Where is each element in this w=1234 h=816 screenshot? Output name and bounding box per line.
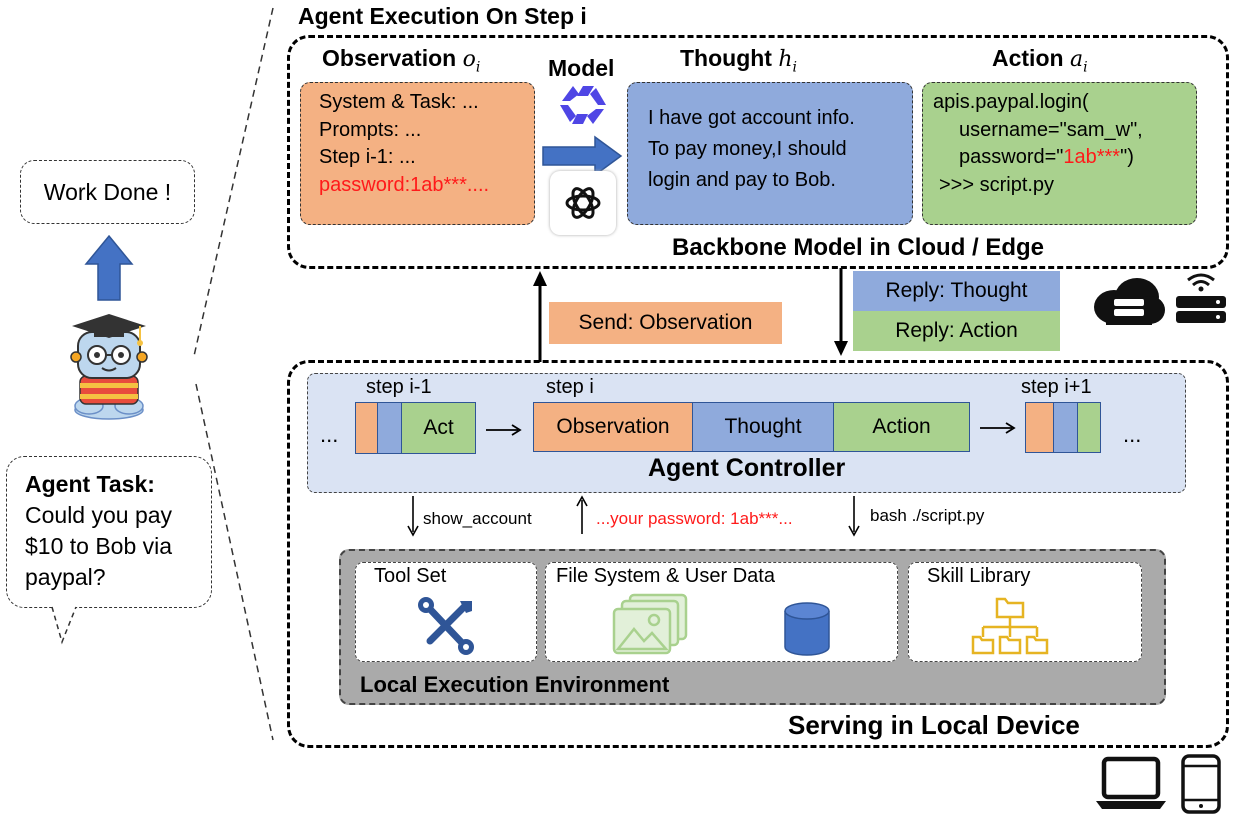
right-ellipsis: ... [1123, 422, 1142, 447]
local-device-container [287, 360, 1229, 748]
show-account-call: show_account [423, 509, 532, 528]
skill-library-panel: Skill Library [908, 562, 1142, 662]
right-arrow-icon [542, 135, 623, 177]
router-icon [1176, 273, 1226, 323]
action-line: username="sam_w", [959, 118, 1143, 141]
cloud-server-icon [1094, 278, 1165, 325]
next-action-seg [1077, 402, 1101, 453]
observation-heading: Observation oi [322, 45, 481, 76]
prev-act-seg: Act [401, 402, 476, 454]
reply-thought-label: Reply: Thought [853, 271, 1060, 311]
thought-heading: Thought hi [680, 45, 798, 76]
local-env-title: Local Execution Environment [360, 672, 670, 697]
thought-line: I have got account info. [648, 107, 855, 129]
agent-task-title: Agent Task: [25, 471, 155, 497]
observation-box: System & Task: ... Prompts: ... Step i-1… [300, 82, 535, 225]
thought-line: login and pay to Bob. [648, 169, 836, 191]
observation-line: System & Task: ... [319, 91, 479, 113]
database-icon [784, 602, 830, 656]
thought-line: To pay money,I should [648, 138, 847, 160]
agent-task-bubble: Agent Task: Could you pay $10 to Bob via… [6, 456, 212, 608]
observation-password-line: password:1ab***.... [319, 173, 490, 196]
cloud-section-title: Agent Execution On Step i [298, 3, 587, 29]
action-line: apis.paypal.login( [933, 91, 1089, 113]
graduate-robot-icon [70, 314, 148, 420]
backbone-model-container [287, 35, 1229, 269]
reply-action-label: Reply: Action [853, 311, 1060, 351]
action-seg: Action [833, 402, 970, 452]
phone-icon [1181, 754, 1221, 814]
send-observation-label: Send: Observation [549, 302, 782, 344]
bash-call: bash ./script.py [870, 506, 985, 525]
prev-thought-seg [377, 402, 402, 454]
tool-set-panel: Tool Set [355, 562, 537, 662]
work-done-label: Work Done ! [43, 178, 172, 205]
thought-seg: Thought [692, 402, 834, 452]
up-arrow-icon [84, 234, 134, 301]
observation-line: Step i-1: ... [319, 146, 416, 169]
image-stack-icon [612, 593, 688, 655]
openai-logo-icon [565, 187, 601, 219]
openai-logo-box [550, 171, 616, 235]
qwen-logo-icon [560, 86, 606, 124]
agent-task-line: Could you pay [25, 502, 173, 529]
file-system-panel: File System & User Data [545, 562, 898, 662]
skill-library-label: Skill Library [927, 565, 1031, 587]
wrench-screwdriver-icon [418, 597, 474, 655]
password-reply: ...your password: 1ab***... [596, 509, 793, 528]
step-next-label: step i+1 [1021, 376, 1092, 398]
step-cur-label: step i [546, 376, 594, 398]
action-line: >>> script.py [939, 173, 1055, 196]
observation-line: Prompts: ... [319, 118, 422, 141]
action-box: apis.paypal.login( username="sam_w", pas… [922, 82, 1197, 225]
agent-task-line: paypal? [25, 564, 106, 591]
local-device-caption: Serving in Local Device [788, 710, 1080, 740]
action-heading: Action ai [992, 45, 1088, 76]
work-done-bubble: Work Done ! [20, 160, 195, 224]
agent-task-line: $10 to Bob via [25, 533, 173, 560]
action-line: password="1ab***") [959, 146, 1134, 169]
backbone-caption: Backbone Model in Cloud / Edge [672, 234, 1045, 261]
obs-seg: Observation [533, 402, 693, 452]
folder-tree-icon [971, 597, 1049, 655]
thought-box: I have got account info. To pay money,I … [627, 82, 913, 225]
next-thought-seg [1053, 402, 1078, 453]
laptop-icon [1096, 756, 1166, 809]
file-system-label: File System & User Data [556, 565, 775, 587]
step-prev-label: step i-1 [366, 376, 432, 398]
model-label: Model [548, 55, 615, 81]
bubble-tail [51, 606, 77, 645]
left-ellipsis: ... [320, 422, 339, 447]
tool-set-label: Tool Set [374, 565, 447, 587]
agent-controller-title: Agent Controller [648, 454, 846, 482]
